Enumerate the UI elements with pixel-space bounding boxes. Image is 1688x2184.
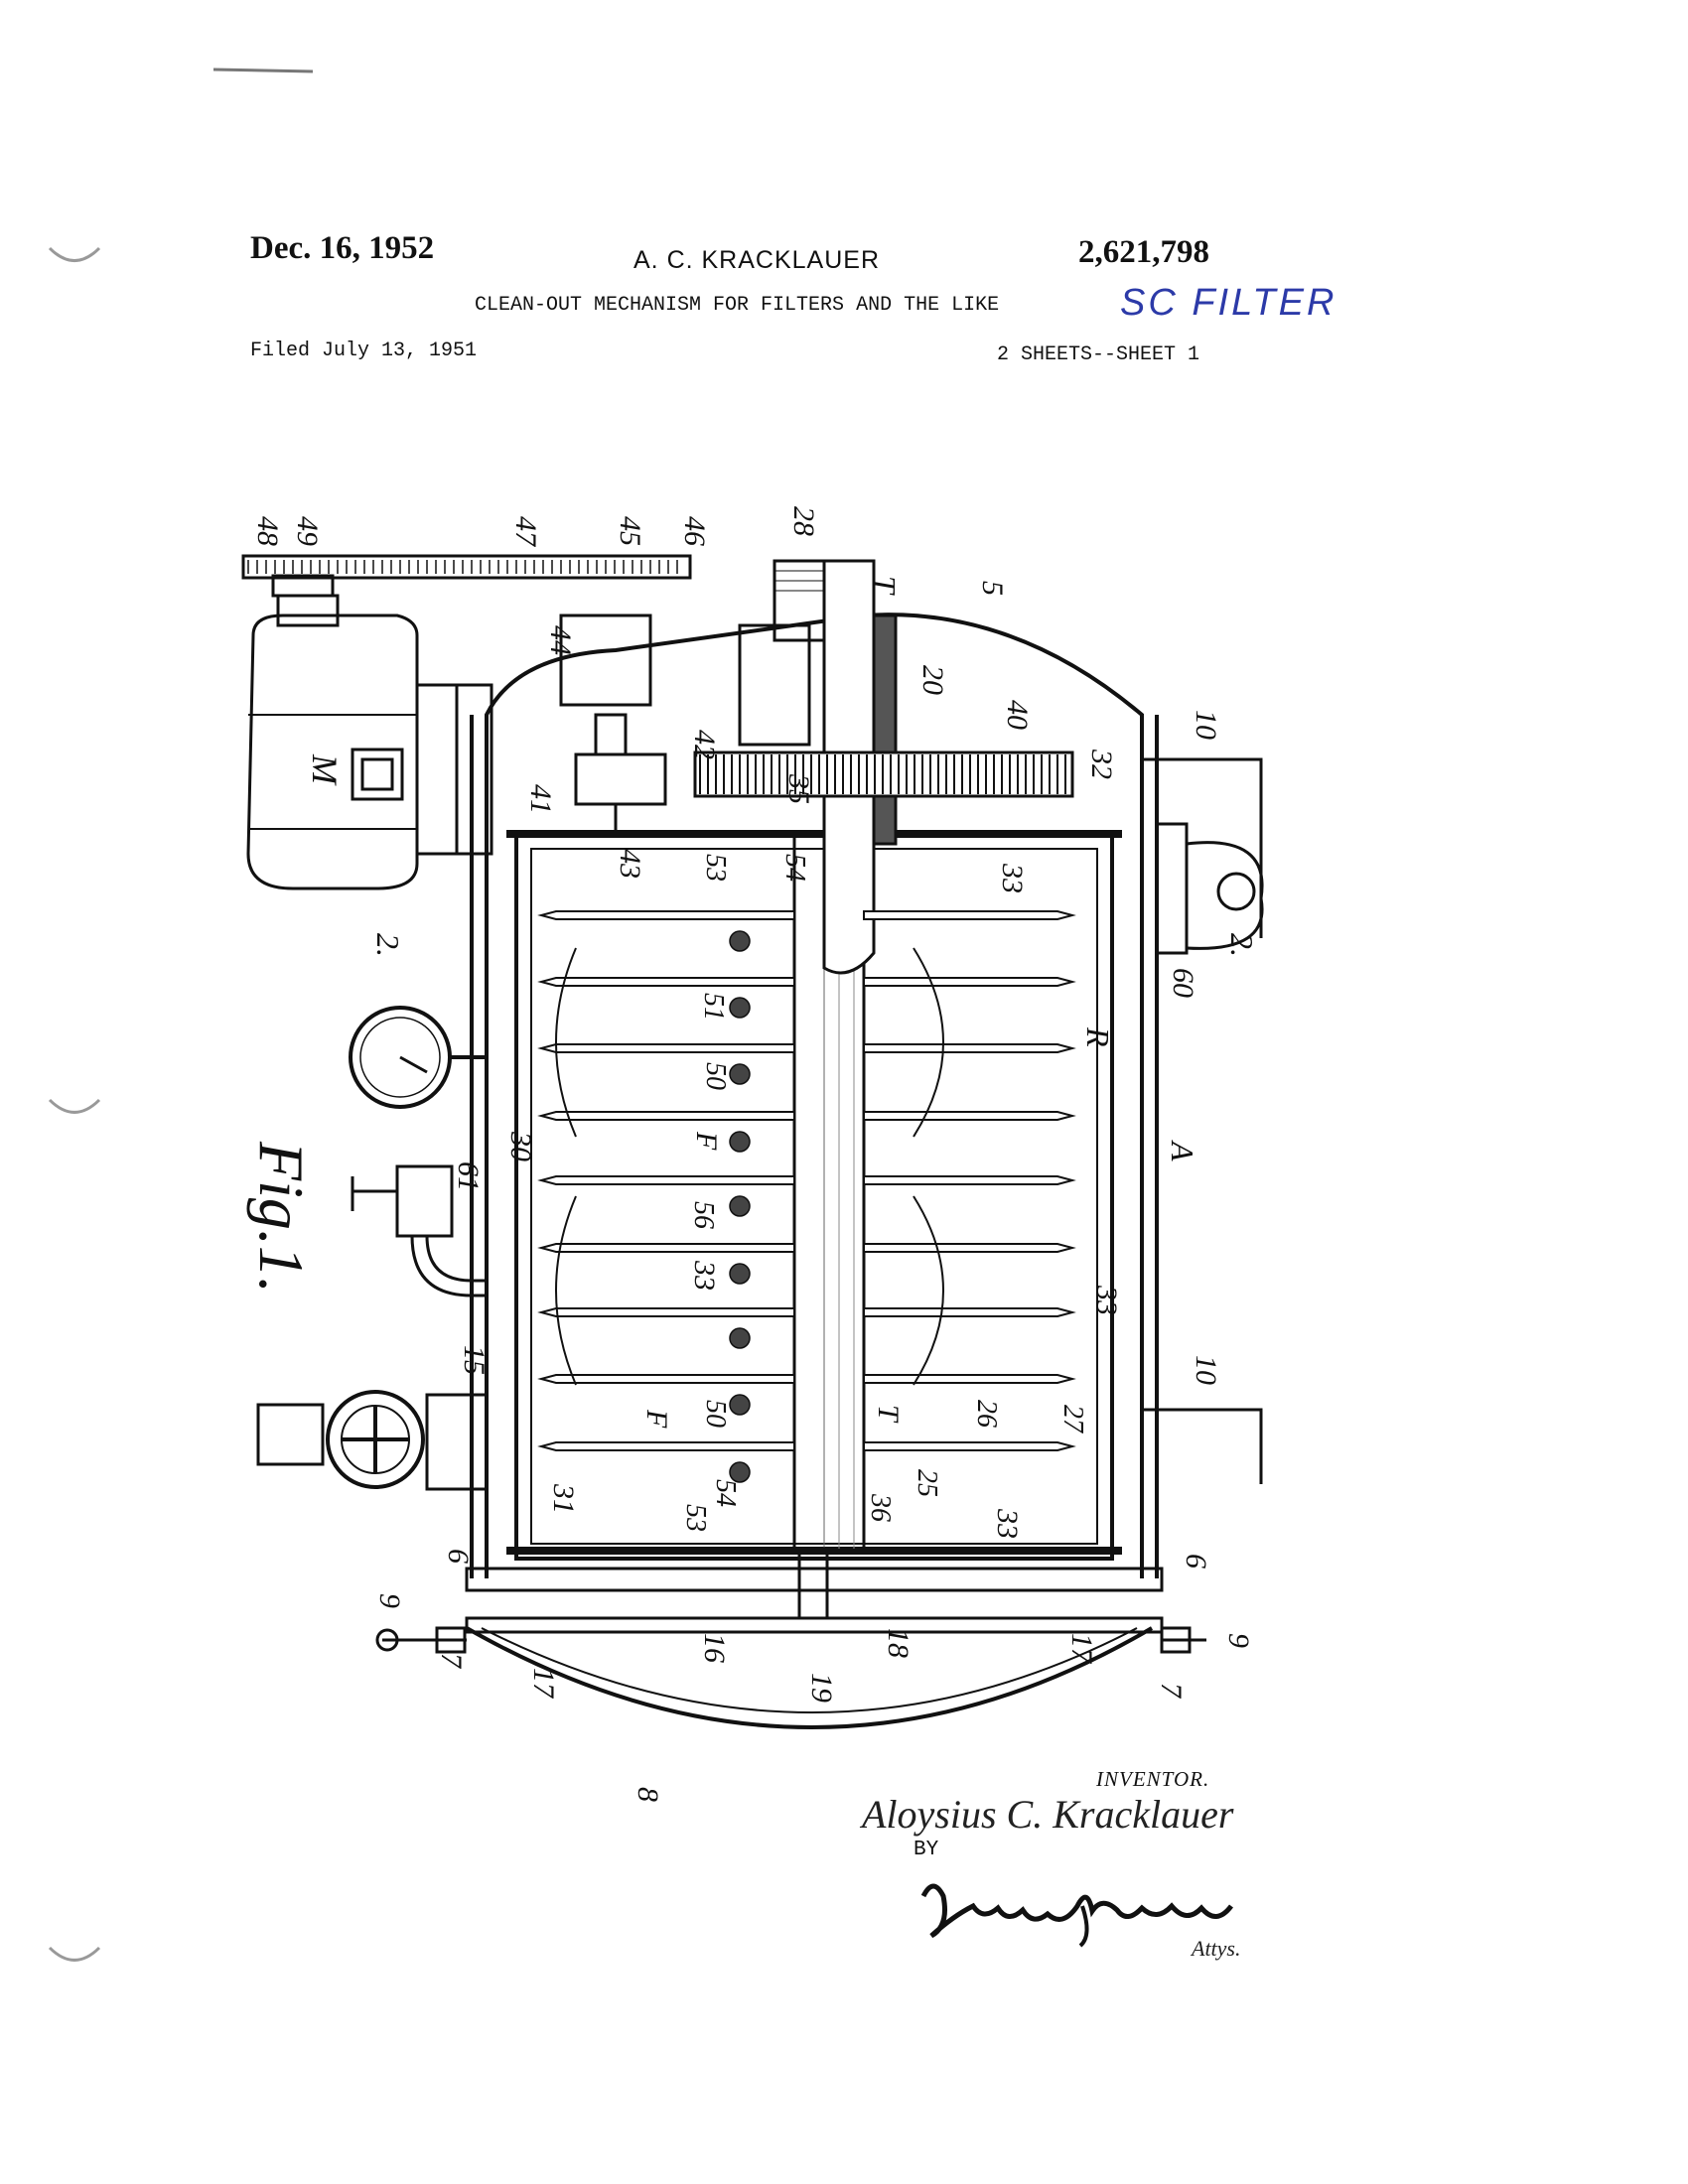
ref-A: A xyxy=(1165,1140,1200,1161)
filter-leaf xyxy=(541,1308,1072,1348)
ref-33-bottom: 33 xyxy=(991,1508,1024,1539)
ref-2-right: 2. xyxy=(1224,933,1260,957)
ref-F-bottom: F xyxy=(640,1409,673,1429)
filter-leaf xyxy=(541,1044,1072,1084)
ref-36: 36 xyxy=(865,1493,896,1522)
inventor-signature: Aloysius C. Kracklauer xyxy=(862,1791,1233,1838)
reference-numerals: 48 49 47 45 46 28 T 5 44 20 42 40 32 10 … xyxy=(251,506,1260,1802)
ref-30: 30 xyxy=(504,1131,537,1161)
filter-disc-outline xyxy=(556,1196,576,1385)
ref-15: 15 xyxy=(458,1345,491,1375)
ref-18: 18 xyxy=(882,1628,914,1658)
ref-42: 42 xyxy=(688,730,721,759)
ref-7-left: 7 xyxy=(435,1653,468,1670)
ref-10-bottom: 10 xyxy=(1190,1355,1222,1385)
motor xyxy=(248,576,492,888)
ref-54: 54 xyxy=(779,854,810,882)
filter-leaf xyxy=(541,911,1072,951)
ref-2-left: 2. xyxy=(370,933,406,957)
ref-17-right: 17 xyxy=(1065,1633,1098,1665)
ref-44: 44 xyxy=(544,625,577,655)
bearing-housing xyxy=(740,625,809,745)
ref-T-bottom: T xyxy=(872,1405,905,1424)
figure-label: Fig.1. xyxy=(246,1141,317,1294)
ref-35: 35 xyxy=(782,773,815,804)
filter-leaf xyxy=(541,1112,1072,1152)
filter-leaf xyxy=(541,978,1072,1018)
ref-50-bottom: 50 xyxy=(700,1400,731,1428)
ref-40: 40 xyxy=(1001,700,1034,730)
ref-16: 16 xyxy=(698,1633,731,1663)
filter-leaves xyxy=(541,911,1072,1482)
ref-60: 60 xyxy=(1167,968,1199,998)
motor-label: M xyxy=(305,753,345,786)
ref-49: 49 xyxy=(291,516,324,546)
ref-7-right: 7 xyxy=(1155,1683,1188,1700)
ref-43: 43 xyxy=(614,849,646,879)
ref-31: 31 xyxy=(547,1483,580,1514)
binder-hole-top xyxy=(50,248,99,261)
ref-9-left: 9 xyxy=(373,1593,406,1608)
ref-48: 48 xyxy=(251,516,284,546)
ref-6-right: 6 xyxy=(1180,1554,1212,1569)
ref-17-left: 17 xyxy=(527,1668,560,1700)
ref-26: 26 xyxy=(971,1400,1002,1428)
by-label: BY xyxy=(914,1839,938,1861)
binder-hole-middle xyxy=(50,1100,99,1113)
ref-R: R xyxy=(1080,1026,1116,1047)
ref-51: 51 xyxy=(698,993,729,1021)
inventor-label: INVENTOR. xyxy=(1096,1767,1209,1792)
filter-disc-outline xyxy=(914,948,943,1137)
filter-leaf xyxy=(541,1244,1072,1284)
ref-25: 25 xyxy=(912,1469,942,1497)
edge-mark xyxy=(213,69,313,71)
ref-61: 61 xyxy=(452,1161,485,1191)
ref-45: 45 xyxy=(614,516,646,546)
ref-47: 47 xyxy=(509,516,542,548)
binder-hole-bottom xyxy=(50,1948,99,1961)
filter-disc-outline xyxy=(556,948,576,1137)
ref-53: 53 xyxy=(700,854,731,882)
ref-28: 28 xyxy=(787,506,820,536)
ref-27: 27 xyxy=(1057,1405,1088,1433)
ref-54-bottom: 54 xyxy=(710,1479,741,1507)
ref-33: 33 xyxy=(996,863,1029,893)
filter-leaf xyxy=(541,1442,1072,1482)
ref-19: 19 xyxy=(805,1673,838,1703)
ref-8: 8 xyxy=(632,1787,664,1802)
inlet-valve xyxy=(258,1392,487,1489)
ref-20: 20 xyxy=(916,665,949,695)
large-gear xyxy=(695,752,1072,796)
ref-33-mid: 33 xyxy=(688,1260,721,1291)
ref-32: 32 xyxy=(1085,749,1118,779)
ref-46: 46 xyxy=(678,516,711,546)
ref-41: 41 xyxy=(524,784,557,814)
ref-50-top: 50 xyxy=(700,1062,731,1090)
ref-10-top: 10 xyxy=(1190,710,1222,740)
ref-5: 5 xyxy=(976,581,1009,596)
filter-disc-outline xyxy=(914,1196,943,1385)
ref-56: 56 xyxy=(688,1201,719,1229)
filter-leaf xyxy=(541,1176,1072,1216)
ref-6-left: 6 xyxy=(442,1549,475,1564)
ref-9-right: 9 xyxy=(1222,1633,1255,1648)
attorneys-label: Attys. xyxy=(1192,1936,1241,1962)
pressure-gauge xyxy=(351,1008,487,1107)
ref-F-mid: F xyxy=(690,1131,723,1151)
ref-33-right: 33 xyxy=(1090,1285,1123,1315)
ref-53-bottom: 53 xyxy=(680,1504,711,1532)
ref-T-top: T xyxy=(867,576,903,596)
